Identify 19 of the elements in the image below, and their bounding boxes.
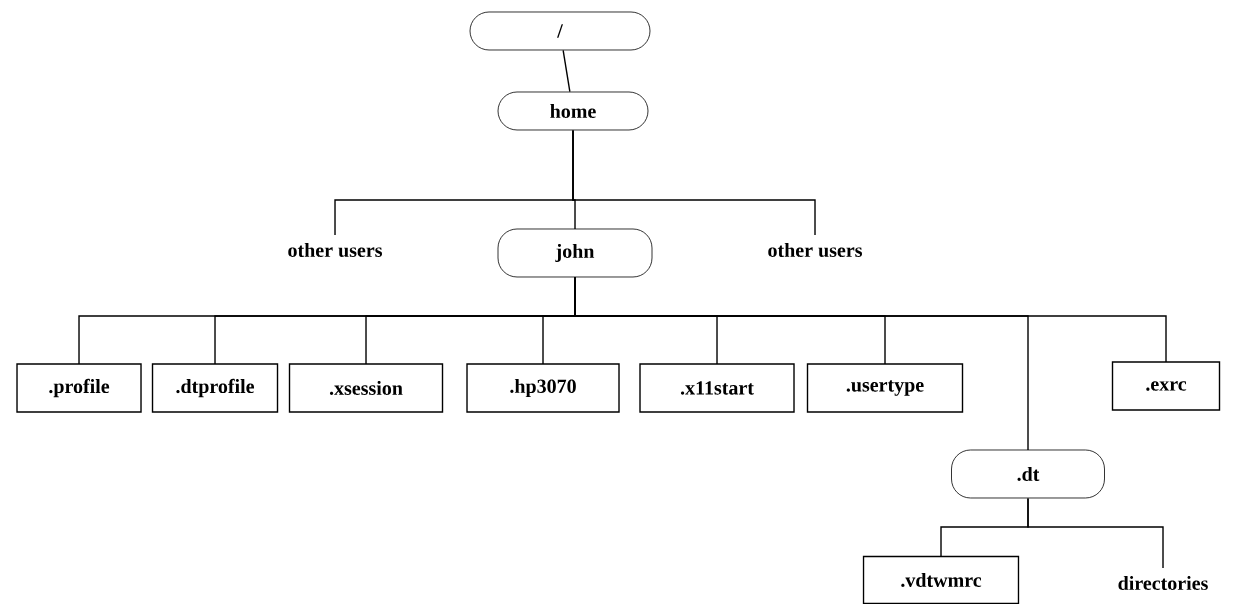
directory-node: .dt — [951, 449, 1105, 499]
file-box: .usertype — [806, 363, 964, 413]
tree-line — [1027, 497, 1164, 569]
directory-node: home — [497, 91, 649, 131]
tree-line — [572, 129, 816, 236]
directory-label: directories — [1118, 575, 1208, 590]
directory-label: other users — [288, 242, 382, 258]
tree-line — [574, 276, 1167, 363]
directory-label: other users — [768, 242, 862, 258]
file-box: .dtprofile — [151, 363, 279, 413]
file-box: .vdtwmrc — [862, 555, 1020, 604]
tree-line — [562, 49, 571, 93]
file-box: .x11start — [639, 363, 795, 413]
file-box: .profile — [16, 363, 142, 413]
directory-node: / — [469, 11, 651, 51]
file-box: .exrc — [1111, 361, 1221, 411]
file-box: .xsession — [288, 363, 444, 413]
directory-node: john — [497, 228, 653, 278]
file-box: .hp3070 — [466, 363, 620, 413]
